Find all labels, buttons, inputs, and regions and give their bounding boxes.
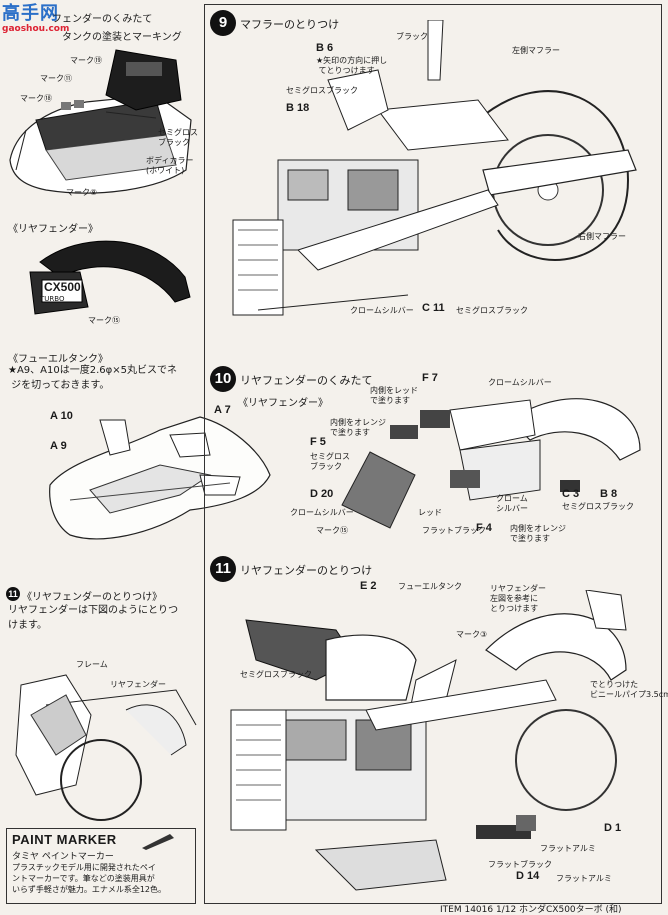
part-a9: A 9	[50, 440, 67, 452]
fuel-tank-illustration	[49, 416, 271, 540]
s10-b8: B 8	[600, 488, 618, 500]
fender-assembly-title: フェンダーのくみたて	[52, 14, 153, 25]
step9-number: 9	[210, 10, 236, 36]
step10-sub: 《リヤフェンダー》	[238, 398, 328, 409]
right-panel-frame	[204, 4, 662, 904]
mark18-label: マーク⑱	[20, 94, 52, 103]
step10-title: リヤフェンダーのくみたて	[240, 374, 373, 387]
turbo-logo: TURBO	[40, 295, 65, 303]
s10-chrome2: クロームシルバー	[290, 508, 354, 517]
s10-flatblack: フラットブラック	[422, 526, 486, 535]
rear-fender-assembly-illustration	[390, 398, 641, 501]
fuel-tank-note: ★A9、A10は一度2.6φ×5丸ビスでネ ジを切っておきます。	[8, 365, 177, 391]
s9-b6: B 6	[316, 42, 334, 54]
step9-title: マフラーのとりつけ	[240, 18, 340, 31]
step10-number: 10	[210, 366, 236, 392]
s10-c3: C 3	[562, 488, 580, 500]
step11-title: リヤフェンダーのとりつけ	[240, 564, 373, 577]
s9-chrome: クロームシルバー	[350, 306, 414, 315]
paint-marker-title: PAINT MARKER	[12, 832, 117, 847]
s11-rear-fender: リヤフェンダー 左図を参考に とりつけます	[490, 584, 546, 613]
s11-semigloss: セミグロスブラック	[240, 670, 312, 679]
watermark-url: gaoshou.com	[2, 24, 70, 34]
s11-mark3: マーク③	[456, 630, 488, 639]
license-plate	[341, 451, 416, 529]
part-a7: A 7	[214, 404, 231, 416]
s11-flat-alu1: フラットアルミ	[540, 844, 596, 853]
s11-e2: E 2	[360, 580, 377, 592]
s11-tube-note: でとりつけた ビニールパイプ3.5cm	[590, 680, 668, 699]
rear-fender-title: 《リヤフェンダー》	[8, 224, 98, 235]
mark19-label: マーク⑲	[70, 56, 102, 65]
s10-inside-red: 内側をレッド で塗ります	[370, 386, 418, 405]
muffler-illustration	[232, 20, 637, 316]
step11-number: 11	[210, 556, 236, 582]
footer-item: ITEM 14016 1/12 ホンダCX500ターボ (和)	[440, 905, 622, 915]
s11-flat-black: フラットブラック	[488, 860, 552, 869]
s9-black: ブラック	[396, 32, 428, 41]
tank-marking-illustration	[9, 49, 192, 194]
s10-inside-orange: 内側をオレンジ で塗ります	[330, 418, 386, 437]
s10-f7: F 7	[422, 372, 438, 384]
watermark: 高手网 gaoshou.com	[2, 4, 72, 40]
s9-b18: B 18	[286, 102, 310, 114]
s9-c11: C 11	[422, 302, 445, 314]
semigloss-label: セミグロス ブラック	[158, 128, 198, 147]
rear-fender-illustration	[29, 240, 191, 315]
s10-f4-note: 内側をオレンジ で塗ります	[510, 524, 566, 543]
s9-semigloss: セミグロスブラック	[286, 86, 358, 95]
s10-semigloss2: セミグロスブラック	[562, 502, 634, 511]
paint-marker-text: プラスチックモデル用に開発されたペイ ントマーカーです。筆などの塗装用具が いら…	[12, 863, 167, 894]
bodycolor-label: ボディカラー (ホワイト)	[146, 156, 194, 175]
cx500-logo: CX500	[44, 280, 81, 294]
s10-d20: D 20	[310, 488, 334, 500]
s11-flat-alu2: フラットアルミ	[556, 874, 612, 883]
s9-left-muffler: 左側マフラー	[512, 46, 560, 55]
step11-small-title: 《リヤフェンダーのとりつけ》	[22, 592, 163, 603]
s11-fuel-tank: フューエルタンク	[398, 582, 462, 591]
s9-right-muffler: 右側マフラー	[578, 232, 626, 241]
step11-small-number: 11	[6, 587, 20, 601]
rear-fender-mark: マーク⑮	[88, 316, 120, 325]
s10-f4: F 4	[476, 522, 492, 534]
frame-label: フレーム	[76, 660, 108, 669]
s11-d14: D 14	[516, 870, 540, 882]
rear-fender-install-illustration	[230, 590, 627, 891]
paint-marker-sub: タミヤ ペイントマーカー	[12, 852, 114, 862]
pen-icon	[142, 834, 174, 850]
s10-red: レッド	[418, 508, 442, 517]
rear-fender-label: リヤフェンダー	[110, 680, 166, 689]
s10-chrome1: クロームシルバー	[488, 378, 552, 387]
fuel-tank-title: 《フューエルタンク》	[8, 354, 108, 365]
s9-c11-color: セミグロスブラック	[456, 306, 528, 315]
rear-fender-mount-illustration	[15, 674, 197, 821]
mark8-label: マーク⑧	[66, 188, 98, 197]
s10-semigloss: セミグロス ブラック	[310, 452, 350, 471]
s10-chrome3: クローム シルバー	[496, 494, 528, 513]
s10-mark15: マーク⑮	[316, 526, 348, 535]
part-a10: A 10	[50, 410, 73, 422]
s9-b6-note: ★矢印の方向に押し てとりつけます	[316, 56, 388, 75]
step11-small-text: リヤフェンダーは下図のようにとりつ けます。	[8, 605, 179, 631]
mark11-label: マーク⑪	[40, 74, 72, 83]
tank-paint-title: タンクの塗装とマーキング	[62, 32, 182, 43]
watermark-brand: 高手网	[2, 3, 59, 24]
s10-f5: F 5	[310, 436, 326, 448]
s11-d1: D 1	[604, 822, 622, 834]
